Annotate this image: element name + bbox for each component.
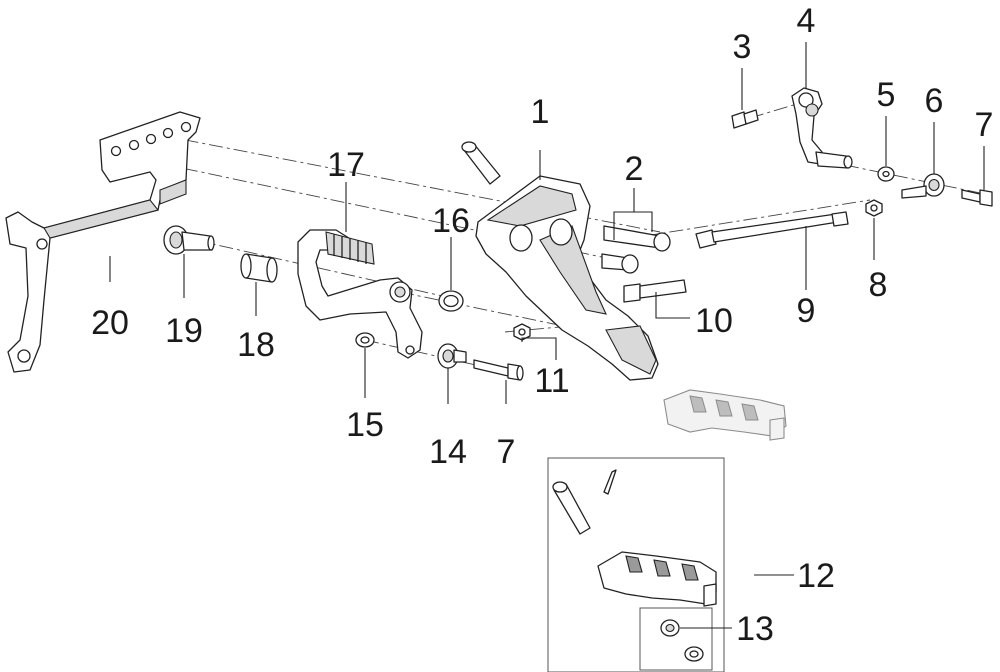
nut-part-11 <box>513 323 531 341</box>
brake-pedal-part-17 <box>297 229 423 359</box>
callout-13: 13 <box>736 610 774 648</box>
bracket-plate-part-20 <box>5 111 201 373</box>
footpeg-kit-part-12 <box>552 469 717 607</box>
kit-frame-part-13 <box>639 607 713 671</box>
bolt-part-7-upper <box>961 189 993 207</box>
bolt-part-10 <box>623 279 687 303</box>
callout-11: 11 <box>534 362 569 400</box>
callout-17: 17 <box>327 146 365 184</box>
callout-14: 14 <box>429 433 467 471</box>
footpeg-hanger-part-1 <box>475 175 659 381</box>
callout-7-lower: 7 <box>497 433 516 471</box>
callout-2: 2 <box>625 150 644 188</box>
callout-20: 20 <box>91 304 129 342</box>
pivot-bolt-part-19 <box>163 225 215 255</box>
washer-part-15 <box>355 332 375 348</box>
callout-16: 16 <box>432 202 470 240</box>
bolt-part-7-lower <box>473 359 524 381</box>
callout-9: 9 <box>797 292 816 330</box>
bushing-part-18 <box>240 253 278 283</box>
rod-part-9 <box>695 211 849 249</box>
kit-frame-part-12 <box>547 457 725 672</box>
nut-part-8 <box>865 199 883 217</box>
leader-lines <box>109 42 985 629</box>
bolts-part-2 <box>601 225 671 274</box>
footpeg-reference-ghost <box>663 389 787 441</box>
callout-1: 1 <box>531 93 550 131</box>
washer-part-16 <box>438 290 464 312</box>
spring-part-13 <box>660 619 704 662</box>
callout-10: 10 <box>695 302 733 340</box>
callout-labels: 1 2 3 4 5 6 7 8 9 10 11 12 13 14 7 15 16… <box>91 2 993 648</box>
shift-arm-part-4 <box>791 87 853 169</box>
callout-18: 18 <box>237 326 275 364</box>
callout-7-upper: 7 <box>975 106 994 144</box>
pin-part-1 <box>461 141 501 185</box>
callout-5: 5 <box>877 76 896 114</box>
callout-12: 12 <box>797 557 835 595</box>
collar-washer-part-14 <box>437 343 467 369</box>
callout-15: 15 <box>346 406 384 444</box>
bolt-part-3 <box>731 109 759 129</box>
callout-4: 4 <box>797 2 816 40</box>
callout-19: 19 <box>165 312 203 350</box>
washer-part-5 <box>877 166 895 182</box>
callout-3: 3 <box>733 28 752 66</box>
callout-8: 8 <box>869 266 888 304</box>
collar-part-6 <box>901 173 945 199</box>
callout-6: 6 <box>925 82 944 120</box>
